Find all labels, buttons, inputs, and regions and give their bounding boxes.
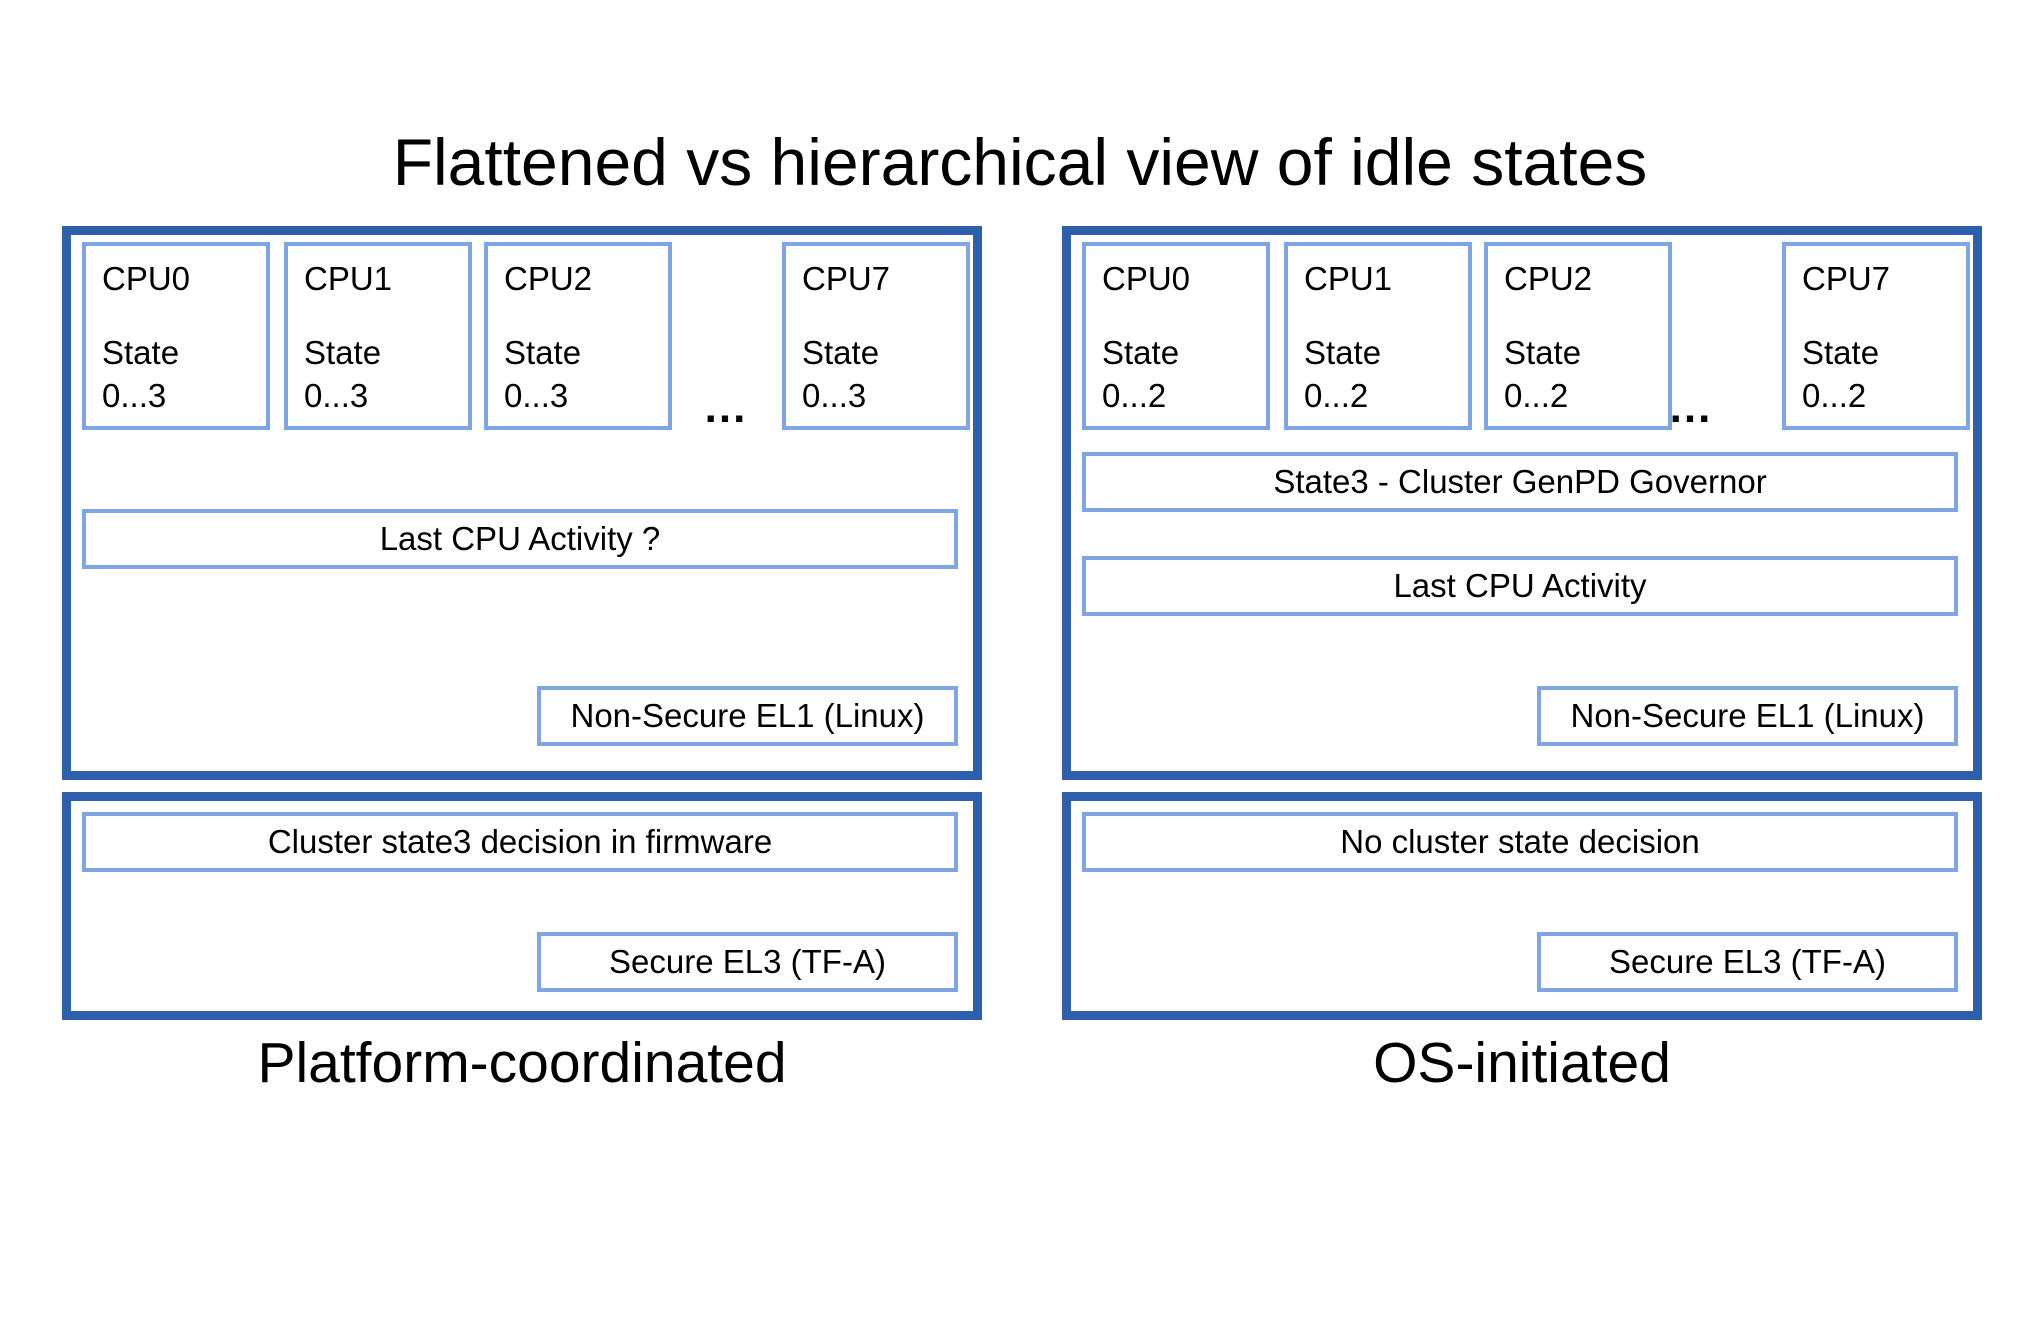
cpu-state-label: State bbox=[1304, 333, 1382, 371]
cpu-name: CPU1 bbox=[1304, 260, 1393, 297]
last-cpu-activity-label: Last CPU Activity bbox=[1393, 567, 1647, 604]
non-secure-el1-label: Non-Secure EL1 (Linux) bbox=[1570, 697, 1925, 734]
cpu-name: CPU2 bbox=[504, 260, 593, 297]
platform-cpu1-box: CPU1 State 0...3 bbox=[284, 242, 472, 430]
cpu-name: CPU2 bbox=[1504, 260, 1593, 297]
cpu-state: State 0...2 bbox=[1504, 331, 1660, 418]
osi-cpu7-box: CPU7 State 0...2 bbox=[1782, 242, 1970, 430]
cpu-name: CPU7 bbox=[802, 260, 891, 297]
cpu-state-range: 0...3 bbox=[802, 377, 867, 415]
cpu-state-range: 0...3 bbox=[504, 377, 569, 415]
platform-secure-el3-box: Secure EL3 (TF-A) bbox=[537, 932, 958, 992]
platform-non-secure-el1-box: Non-Secure EL1 (Linux) bbox=[537, 686, 958, 746]
genpd-governor-label: State3 - Cluster GenPD Governor bbox=[1273, 463, 1767, 500]
cpu-state-label: State bbox=[102, 333, 180, 371]
cpu-state: State 0...3 bbox=[504, 331, 660, 418]
cpu-state-range: 0...2 bbox=[1802, 377, 1867, 415]
cpu-state-range: 0...3 bbox=[304, 377, 369, 415]
cpu-state: State 0...2 bbox=[1304, 331, 1460, 418]
cluster-decision-label: No cluster state decision bbox=[1340, 823, 1700, 860]
osi-cpu1-box: CPU1 State 0...2 bbox=[1284, 242, 1472, 430]
osi-secure-el3-box: Secure EL3 (TF-A) bbox=[1537, 932, 1958, 992]
platform-cluster-decision-box: Cluster state3 decision in firmware bbox=[82, 812, 958, 872]
cpu-name: CPU1 bbox=[304, 260, 393, 297]
page-title: Flattened vs hierarchical view of idle s… bbox=[392, 125, 1648, 199]
last-cpu-activity-label: Last CPU Activity ? bbox=[379, 520, 661, 557]
osi-cluster-decision-box: No cluster state decision bbox=[1082, 812, 1958, 872]
platform-coordinated-caption: Platform-coordinated bbox=[257, 1031, 787, 1095]
cluster-decision-label: Cluster state3 decision in firmware bbox=[267, 823, 773, 860]
os-initiated-caption: OS-initiated bbox=[1373, 1031, 1671, 1095]
cpu-name: CPU0 bbox=[1102, 260, 1191, 297]
platform-last-cpu-activity-box: Last CPU Activity ? bbox=[82, 509, 958, 569]
cpu-state: State 0...3 bbox=[802, 331, 958, 418]
osi-genpd-governor-box: State3 - Cluster GenPD Governor bbox=[1082, 452, 1958, 512]
cpu-state-range: 0...2 bbox=[1304, 377, 1369, 415]
cpu-name: CPU0 bbox=[102, 260, 191, 297]
cpu-state-label: State bbox=[504, 333, 582, 371]
osi-non-secure-el1-box: Non-Secure EL1 (Linux) bbox=[1537, 686, 1958, 746]
secure-el3-label: Secure EL3 (TF-A) bbox=[1609, 943, 1886, 980]
cpu-state: State 0...3 bbox=[102, 331, 258, 418]
osi-last-cpu-activity-box: Last CPU Activity bbox=[1082, 556, 1958, 616]
cpu-state-label: State bbox=[304, 333, 382, 371]
osi-cpu2-box: CPU2 State 0...2 bbox=[1484, 242, 1672, 430]
cpu-state-range: 0...3 bbox=[102, 377, 167, 415]
cpu-name: CPU7 bbox=[1802, 260, 1891, 297]
cpu-state-label: State bbox=[1504, 333, 1582, 371]
secure-el3-label: Secure EL3 (TF-A) bbox=[609, 943, 886, 980]
cpu-state-label: State bbox=[1802, 333, 1880, 371]
cpu-state-label: State bbox=[1102, 333, 1180, 371]
cpu-state: State 0...2 bbox=[1102, 331, 1258, 418]
osi-cpu0-box: CPU0 State 0...2 bbox=[1082, 242, 1270, 430]
cpu-state-range: 0...2 bbox=[1102, 377, 1167, 415]
cpu-state: State 0...2 bbox=[1802, 331, 1958, 418]
cpu-ellipsis: ... bbox=[704, 383, 748, 432]
platform-cpu0-box: CPU0 State 0...3 bbox=[82, 242, 270, 430]
platform-cpu2-box: CPU2 State 0...3 bbox=[484, 242, 672, 430]
platform-cpu7-box: CPU7 State 0...3 bbox=[782, 242, 970, 430]
non-secure-el1-label: Non-Secure EL1 (Linux) bbox=[570, 697, 925, 734]
cpu-state-range: 0...2 bbox=[1504, 377, 1569, 415]
cpu-state: State 0...3 bbox=[304, 331, 460, 418]
cpu-ellipsis: ... bbox=[1669, 383, 1713, 432]
cpu-state-label: State bbox=[802, 333, 880, 371]
